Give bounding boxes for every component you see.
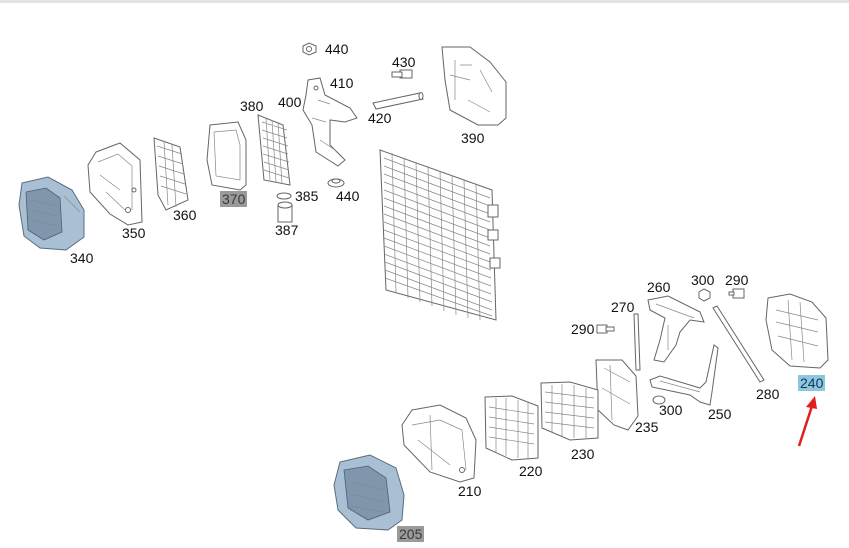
pipe-387 [277,201,293,223]
pointer-arrow [797,396,817,447]
part-label-340[interactable]: 340 [70,250,94,266]
part-label-387[interactable]: 387 [275,222,299,238]
part-label-420[interactable]: 420 [368,110,392,126]
bolt-430 [391,69,413,79]
part-label-230[interactable]: 230 [571,446,595,462]
part-label-235[interactable]: 235 [635,419,659,435]
part-label-400[interactable]: 400 [278,94,302,110]
air-duct-340 [18,176,85,251]
radiator-240 [765,293,829,369]
screw-290-top [728,288,745,299]
part-label-220[interactable]: 220 [519,463,543,479]
nut-300-lower [652,395,666,405]
cooler-core-380 [257,114,291,186]
part-label-270[interactable]: 270 [611,299,635,315]
part-label-380[interactable]: 380 [240,98,264,114]
top-border [0,0,849,3]
part-label-370[interactable]: 370 [220,191,248,207]
part-label-280[interactable]: 280 [756,386,780,402]
nut-440-top [302,42,317,56]
part-label-290-top[interactable]: 290 [725,272,749,288]
part-label-300-top[interactable]: 300 [691,272,715,288]
air-guide-235 [595,359,639,431]
part-label-440-top[interactable]: 440 [325,41,349,57]
part-label-210[interactable]: 210 [458,483,482,499]
main-radiator [379,149,501,321]
cooler-230 [540,381,599,441]
part-label-205[interactable]: 205 [397,526,425,542]
part-label-410[interactable]: 410 [330,75,354,91]
nut-440-lower [327,178,345,188]
bracket-250 [649,344,719,406]
tube-420 [372,92,424,110]
screw-290-left [596,324,615,334]
part-label-385[interactable]: 385 [295,188,319,204]
part-label-390[interactable]: 390 [461,130,485,146]
shroud-350 [87,142,143,226]
seal-385 [276,192,292,200]
part-label-440-lower[interactable]: 440 [336,188,360,204]
rod-280 [712,305,765,383]
rod-270 [633,313,641,371]
part-label-300-lower[interactable]: 300 [659,402,683,418]
cooler-360 [153,137,189,211]
bracket-260 [647,295,705,363]
part-label-250[interactable]: 250 [708,406,732,422]
air-duct-205 [333,454,405,531]
bracket-410 [302,77,358,167]
part-label-360[interactable]: 360 [173,207,197,223]
cooler-220 [484,395,539,461]
shroud-210 [401,404,477,483]
frame-390 [441,46,507,126]
part-label-260[interactable]: 260 [647,279,671,295]
part-label-430[interactable]: 430 [392,54,416,70]
nut-300-top [698,288,711,302]
part-label-350[interactable]: 350 [122,225,146,241]
part-label-290-left[interactable]: 290 [571,321,595,337]
cover-370 [206,121,247,191]
part-label-240-selected[interactable]: 240 [798,375,826,391]
